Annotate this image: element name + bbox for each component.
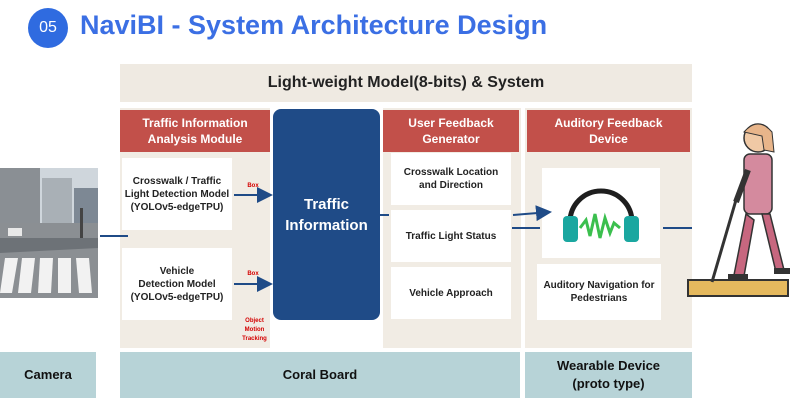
box-label-2: Box xyxy=(247,271,259,277)
camera-footer: Camera xyxy=(0,352,96,398)
wearable-footer: Wearable Device (proto type) xyxy=(525,352,692,398)
feedback-item: Vehicle Approach xyxy=(391,267,511,319)
box-label-1: Box xyxy=(247,183,259,189)
coral-board-label: Coral Board xyxy=(282,367,358,382)
traffic-info-module-header: Traffic Information Analysis Module xyxy=(120,110,270,152)
camera-label: Camera xyxy=(24,367,72,382)
pedestrian-illustration xyxy=(687,123,790,297)
coral-board-footer: Coral Board xyxy=(120,352,520,398)
banner-label: Light-weight Model(8-bits) & System xyxy=(267,74,545,91)
traffic-information-label: Traffic Information xyxy=(285,195,368,234)
user-feedback-header: User Feedback Generator xyxy=(383,110,519,152)
auditory-navigation-caption: Auditory Navigation for Pedestrians xyxy=(537,264,661,320)
system-banner: Light-weight Model(8-bits) & System xyxy=(120,64,692,102)
feedback-item: Crosswalk Location and Direction xyxy=(391,153,511,205)
street-photo xyxy=(0,168,98,298)
vehicle-detection-model: Vehicle Detection Model (YOLOv5-edgeTPU) xyxy=(122,248,232,320)
section-number: 05 xyxy=(39,19,57,36)
headphones-card xyxy=(542,168,660,258)
headphones-icon xyxy=(563,188,639,242)
traffic-information-box: Traffic Information xyxy=(273,109,380,320)
feedback-item: Traffic Light Status xyxy=(391,210,511,262)
crosswalk-detection-model: Crosswalk / Traffic Light Detection Mode… xyxy=(122,158,232,230)
auditory-device-header: Auditory Feedback Device xyxy=(527,110,690,152)
wearable-label: Wearable Device (proto type) xyxy=(556,358,661,391)
object-motion-tracking-label: Object Motion Tracking xyxy=(242,318,267,342)
page-title: NaviBI - System Architecture Design xyxy=(80,10,548,40)
section-badge: 05 xyxy=(28,8,68,48)
auditory-arrow xyxy=(512,205,552,222)
